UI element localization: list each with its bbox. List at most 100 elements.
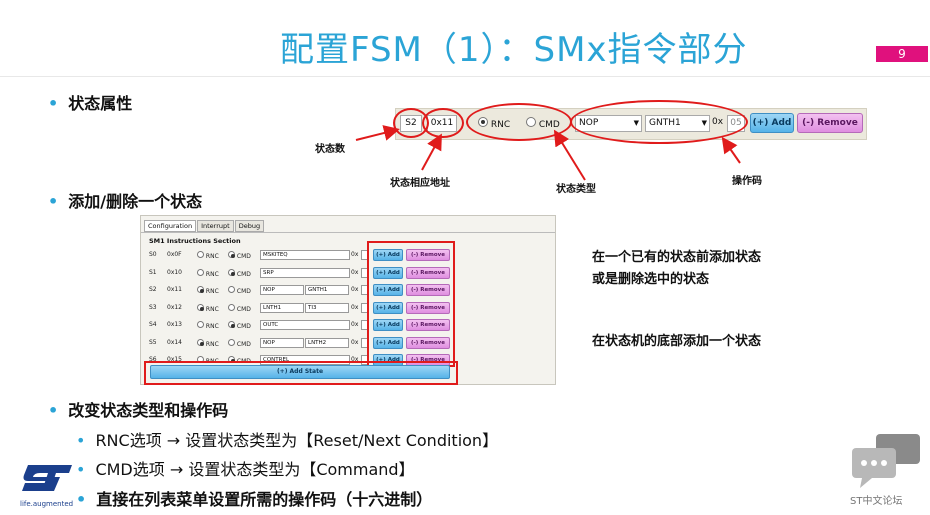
row-remove-button[interactable]: (-) Remove	[406, 336, 450, 349]
row-hex-prefix: 0x	[351, 251, 359, 258]
row-add-button[interactable]: (+) Add	[373, 336, 403, 349]
row-address: 0x10	[167, 268, 183, 276]
callout-type: 状态类型	[556, 184, 596, 195]
row-opcode-select[interactable]: MSKITEQ	[260, 250, 350, 260]
bullet-add-remove-state: •添加/删除一个状态	[48, 192, 203, 211]
forum-label: ST中文论坛	[850, 496, 903, 507]
bullet-state-attributes: •状态属性	[48, 94, 133, 113]
forum-chat-icon	[852, 434, 920, 488]
row-radio-rnc[interactable]: RNC	[197, 303, 219, 313]
row-opcode-select[interactable]: NOP	[260, 337, 304, 348]
row-state: S5	[149, 338, 157, 346]
row-param-select[interactable]: TI3	[305, 302, 349, 313]
row-radio-cmd[interactable]: CMD	[228, 268, 251, 278]
row-radio-rnc[interactable]: RNC	[197, 286, 219, 295]
tab-debug[interactable]: Debug	[234, 220, 265, 232]
row-add-button[interactable]: (+) Add	[373, 319, 403, 331]
slide-title: 配置FSM（1）：SMx指令部分	[280, 30, 748, 70]
row-address: 0x14	[167, 338, 183, 346]
desc-add-remove-line1: 在一个已有的状态前添加状态	[592, 250, 762, 265]
add-state-button[interactable]: (+) Add State	[150, 365, 450, 379]
row-hex-prefix: 0x	[351, 356, 359, 363]
row-state: S4	[149, 321, 157, 328]
bullet-dot-icon: •	[48, 192, 59, 211]
row-state: S1	[149, 268, 157, 276]
row-state: S6	[149, 356, 157, 363]
row-remove-button[interactable]: (-) Remove	[406, 301, 450, 314]
section-title: SM1 Instructions Section	[149, 237, 241, 245]
radio-icon	[228, 321, 235, 328]
remove-button[interactable]: (-) Remove	[797, 113, 863, 133]
sub-bullet-opcode: •直接在列表菜单设置所需的操作码（十六进制）	[76, 490, 433, 509]
row-remove-button[interactable]: (-) Remove	[406, 249, 450, 261]
row-radio-rnc[interactable]: RNC	[197, 251, 219, 260]
row-remove-button[interactable]: (-) Remove	[406, 266, 450, 279]
bullet-dot-icon: •	[76, 431, 86, 450]
arrow-opcode	[721, 136, 741, 164]
radio-icon	[197, 303, 204, 311]
radio-icon	[228, 338, 235, 346]
page-number-badge: 9	[876, 46, 928, 62]
row-hex-prefix: 0x	[351, 286, 359, 293]
window-tabs: Configuration Interrupt Debug	[144, 220, 265, 232]
row-opcode-select[interactable]: NOP	[260, 285, 304, 295]
row-remove-button[interactable]: (-) Remove	[406, 319, 450, 331]
highlight-add-remove-buttons	[367, 241, 455, 367]
instructions-window: Configuration Interrupt Debug SM1 Instru…	[140, 215, 556, 385]
row-radio-rnc[interactable]: RNC	[197, 338, 219, 348]
row-address: 0x13	[167, 321, 183, 328]
radio-icon	[197, 268, 204, 276]
row-opcode-select[interactable]: CONTREL	[260, 355, 350, 365]
row-state: S3	[149, 303, 157, 311]
callout-opcode: 操作码	[732, 176, 762, 187]
row-param-select[interactable]: GNTH1	[305, 285, 349, 295]
callout-state-number: 状态数	[315, 144, 345, 155]
row-add-button[interactable]: (+) Add	[373, 284, 403, 296]
tagline: life.augmented	[20, 500, 74, 508]
row-hex-prefix: 0x	[351, 338, 359, 346]
row-radio-cmd[interactable]: CMD	[228, 338, 251, 348]
arrow-type	[553, 129, 586, 181]
row-remove-button[interactable]: (-) Remove	[406, 284, 450, 296]
row-opcode-select[interactable]: OUTC	[260, 320, 350, 330]
row-state: S0	[149, 251, 157, 258]
bullet-dot-icon: •	[48, 94, 59, 113]
add-button[interactable]: (+) Add	[750, 113, 794, 133]
row-hex-prefix: 0x	[351, 268, 359, 276]
row-radio-cmd[interactable]: CMD	[228, 251, 251, 260]
bullet-dot-icon: •	[76, 460, 86, 479]
sub-bullet-rnc: •RNC选项 → 设置状态类型为【Reset/Next Condition】	[76, 431, 499, 450]
title-divider	[0, 76, 930, 77]
row-state: S2	[149, 286, 157, 293]
row-param-select[interactable]: LNTH2	[305, 337, 349, 348]
row-radio-cmd[interactable]: CMD	[228, 303, 251, 313]
sub-bullet-cmd: •CMD选项 → 设置状态类型为【Command】	[76, 460, 415, 479]
tab-interrupt[interactable]: Interrupt	[197, 220, 234, 232]
radio-icon	[228, 286, 235, 293]
row-opcode-select[interactable]: LNTH1	[260, 302, 304, 313]
radio-icon	[197, 251, 204, 258]
row-radio-rnc[interactable]: RNC	[197, 268, 219, 278]
row-add-button[interactable]: (+) Add	[373, 301, 403, 314]
arrow-state-number	[355, 125, 400, 141]
row-hex-prefix: 0x	[351, 303, 359, 311]
row-opcode-select[interactable]: SRP	[260, 267, 350, 278]
radio-icon	[197, 321, 204, 328]
row-radio-rnc[interactable]: RNC	[197, 321, 219, 330]
row-radio-cmd[interactable]: CMD	[228, 286, 251, 295]
row-radio-cmd[interactable]: CMD	[228, 321, 251, 330]
callout-address: 状态相应地址	[390, 178, 450, 189]
tab-configuration[interactable]: Configuration	[144, 220, 197, 232]
row-address: 0x11	[167, 286, 183, 293]
row-address: 0x0F	[167, 251, 182, 258]
row-add-button[interactable]: (+) Add	[373, 249, 403, 261]
bullet-dot-icon: •	[76, 490, 87, 509]
highlight-add-state	[144, 361, 458, 385]
row-add-button[interactable]: (+) Add	[373, 266, 403, 279]
